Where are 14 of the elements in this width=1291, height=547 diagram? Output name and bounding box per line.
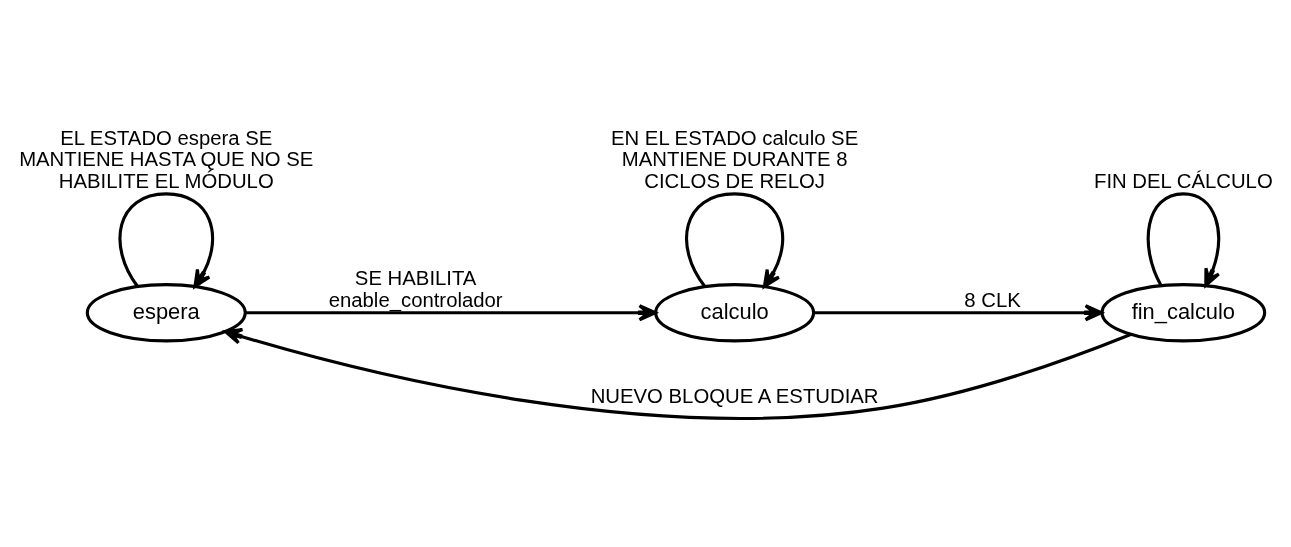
arrow xyxy=(1146,192,1221,287)
node-ellipse: fin_calculo xyxy=(1100,283,1267,343)
edge-label: SE HABILITA enable_controlador xyxy=(328,267,503,312)
arrow xyxy=(245,304,657,322)
arrow xyxy=(813,304,1103,322)
edge-label: EL ESTADO espera SE MANTIENE HASTA QUE NO SE HABILITE EL MÓDULO xyxy=(19,126,314,193)
arrow xyxy=(118,192,215,289)
arrow xyxy=(685,192,785,289)
edge-label: FIN DEL CÁLCULO xyxy=(1094,170,1273,193)
edge-label: EN EL ESTADO calculo SE MANTIENE DURANTE 8 CICLOS DE RELOJ xyxy=(611,126,859,193)
node-ellipse: calculo xyxy=(654,283,816,343)
edge-label: 8 CLK xyxy=(964,289,1021,312)
edge-label: NUEVO BLOQUE A ESTUDIAR xyxy=(590,384,879,407)
arrow xyxy=(223,327,1132,420)
